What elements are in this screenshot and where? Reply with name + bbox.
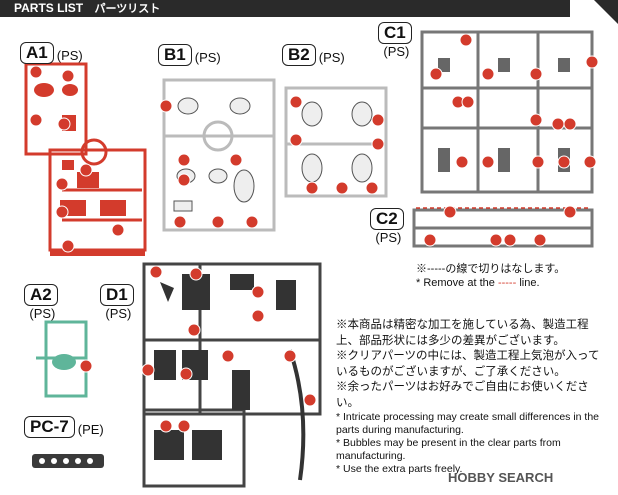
header-title: PARTS LIST [14, 1, 84, 15]
note-en: * Intricate processing may create small … [336, 411, 600, 436]
watermark: HOBBY SEARCH [448, 470, 554, 485]
manufacturing-notes: ※本商品は精密な加工を施している為、製造工程上、部品形状には多少の差異がございま… [336, 318, 604, 476]
note-jp: ※本商品は精密な加工を施している為、製造工程上、部品形状には多少の差異がございま… [336, 319, 589, 347]
sprue-a2-diagram [36, 320, 93, 398]
note-jp: ※余ったパーツはお好みでご自由にお使いください。 [336, 381, 589, 409]
runner-id: PC-7 [24, 416, 75, 438]
cut-line-note: ※‐‐‐‐‐の線で切りはなします。 * Remove at the ‐‐‐‐‐ … [416, 263, 566, 289]
runner-label-d1: D1 (PS) [100, 284, 134, 322]
runner-id: C2 [370, 208, 404, 230]
sprue-a1-diagram [24, 62, 147, 256]
runner-id: A1 [20, 42, 54, 64]
sprue-b1-diagram [159, 78, 276, 232]
runner-id: B2 [282, 44, 316, 66]
runner-label-c1: C1 (PS) [378, 22, 412, 60]
cut-line-note-en-suffix: line. [519, 277, 540, 289]
page-corner-icon [594, 0, 618, 24]
sprue-d1-diagram [141, 262, 322, 488]
sprue-c1-diagram [420, 30, 599, 194]
sprue-c2-diagram [412, 205, 594, 248]
runner-material: (PS) [105, 306, 132, 321]
runner-material: (PE) [77, 422, 104, 437]
cut-line-note-jp: ※‐‐‐‐‐の線で切りはなします。 [416, 263, 566, 275]
runner-label-a1: A1 (PS) [20, 42, 83, 64]
note-en: * Bubbles may be present in the clear pa… [336, 437, 561, 462]
header-title-jp: パーツリスト [94, 3, 161, 15]
runner-material: (PS) [375, 230, 402, 245]
runner-label-b2: B2 (PS) [282, 44, 345, 66]
runner-material: (PS) [318, 50, 345, 65]
runner-material: (PS) [383, 44, 410, 59]
runner-label-c2: C2 (PS) [370, 208, 404, 246]
runner-id: D1 [100, 284, 134, 306]
runner-material: (PS) [194, 50, 221, 65]
runner-id: A2 [24, 284, 58, 306]
cut-line-note-en-prefix: * Remove at the [416, 277, 495, 289]
parts-list-header: PARTS LIST パーツリスト [0, 0, 570, 17]
sprue-b2-diagram [284, 86, 388, 198]
runner-id: C1 [378, 22, 412, 44]
note-en: * Use the extra parts freely. [336, 463, 463, 475]
runner-material: (PS) [56, 48, 83, 63]
sprue-pc7-diagram [32, 454, 104, 468]
runner-label-b1: B1 (PS) [158, 44, 221, 66]
runner-label-pc7: PC-7 (PE) [24, 416, 104, 438]
note-jp: ※クリアパーツの中には、製造工程上気泡が入っているものがございますが、ご了承くだ… [336, 350, 600, 378]
runner-id: B1 [158, 44, 192, 66]
runner-label-a2: A2 (PS) [24, 284, 58, 322]
runner-material: (PS) [29, 306, 56, 321]
